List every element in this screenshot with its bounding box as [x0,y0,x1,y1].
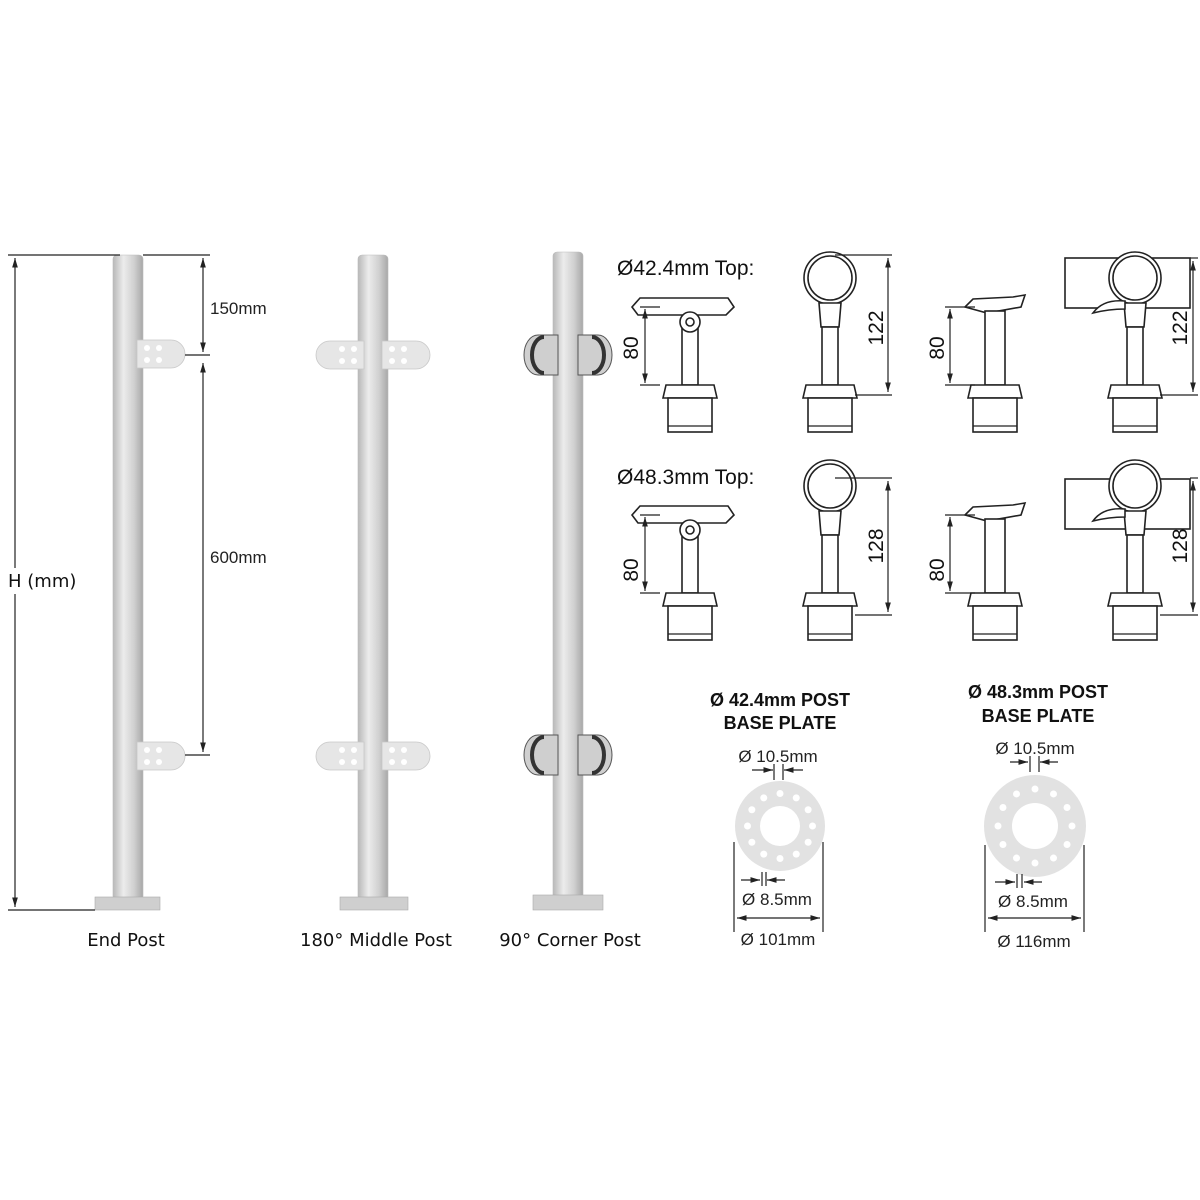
bolt-hole [1068,822,1076,830]
plate1-disc [735,781,825,871]
row1-title: Ø42.4mm Top: [617,257,754,280]
fittings-row-2 [632,460,1198,640]
bolt-hole [760,794,768,802]
bolt-hole [776,855,784,862]
bolt-hole [792,794,800,802]
plate1-hole-large: Ø 10.5mm [738,747,817,766]
plate2-title-1: Ø 48.3mm POST [968,682,1108,702]
end-post [94,254,186,911]
middle-post-label: 180° Middle Post [300,930,452,951]
top-gap-label: 150mm [210,299,267,318]
row1-round-height: 122 [865,310,888,345]
plate1-hole-small: Ø 8.5mm [742,890,812,909]
row2-side-round-height: 128 [1169,528,1192,563]
height-label: H (mm) [8,571,76,592]
bolt-hole [792,850,800,858]
plate1-diameter: Ø 101mm [741,930,816,949]
top-gap-dimension [143,254,210,756]
bolt-hole [760,850,768,858]
row2-flat-height: 80 [620,558,643,581]
row2-round-height: 128 [865,528,888,563]
center-hole [1012,803,1058,849]
base-plate-42: Ø 42.4mm POST BASE PLATE Ø 10.5mm Ø 8.5m… [710,690,850,949]
bolt-hole [1013,854,1020,862]
bolt-hole [1050,854,1057,862]
plate1-title-2: BASE PLATE [724,713,837,733]
plate2-diameter: Ø 116mm [997,932,1070,951]
bolt-hole [804,806,812,814]
end-post-label: End Post [87,930,165,951]
row2-title: Ø48.3mm Top: [617,466,754,489]
bolt-hole [1031,859,1039,867]
height-dimension [4,254,120,911]
plate2-hole-small: Ø 8.5mm [998,892,1068,911]
bolt-hole [1063,804,1071,811]
plate1-title-1: Ø 42.4mm POST [710,690,850,710]
bolt-hole [1031,785,1039,793]
middle-post [315,254,431,911]
bolt-hole [748,806,756,814]
row2-side-height: 80 [926,558,949,581]
bolt-hole [999,804,1007,811]
fittings-row-1 [632,252,1198,432]
bolt-hole [1050,790,1057,798]
bolt-hole [809,822,816,830]
corner-post [522,251,614,911]
plate2-title-2: BASE PLATE [982,706,1095,726]
bolt-hole [1013,790,1020,798]
bolt-hole [999,841,1007,848]
bolt-hole [748,838,756,846]
bolt-hole [994,822,1002,830]
base-plate-48: Ø 48.3mm POST BASE PLATE Ø 10.5mm Ø 8.5m… [968,682,1108,951]
row1-side-round-height: 122 [1169,310,1192,345]
bolt-hole [1063,841,1071,848]
clamp-gap-label: 600mm [210,548,267,567]
row1-side-height: 80 [926,336,949,359]
corner-post-label: 90° Corner Post [499,930,641,951]
bolt-hole [804,838,812,846]
bolt-hole [776,790,784,797]
bolt-hole [744,822,751,830]
plate2-disc [984,775,1086,877]
center-hole [760,806,800,846]
plate2-hole-large: Ø 10.5mm [995,739,1074,758]
row1-flat-height: 80 [620,336,643,359]
